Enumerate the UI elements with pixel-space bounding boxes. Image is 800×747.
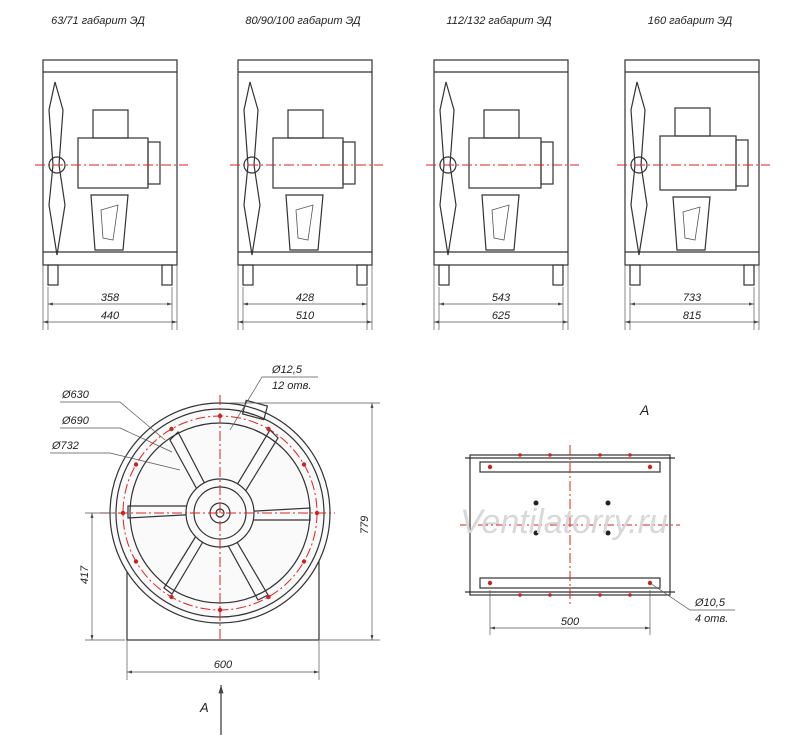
side-view-4: 160 габарит ЭД 733 815 <box>617 15 770 330</box>
dim-inner: 428 <box>296 292 315 304</box>
front-view: Ø630 Ø690 Ø732 Ø12,5 12 отв. 779 417 600… <box>50 364 380 735</box>
view-a-title: A <box>639 402 649 418</box>
dim-inner: 358 <box>101 292 120 304</box>
variant-title: 112/132 габарит ЭД <box>446 15 551 27</box>
dim-inner: 733 <box>683 292 702 304</box>
leader-d630 <box>60 401 166 441</box>
label-hole-count: 4 отв. <box>695 613 728 625</box>
dim-height-total: 779 <box>359 516 371 534</box>
side-view-1: 63/71 габарит ЭД 358 440 <box>35 15 188 330</box>
view-arrow-label: A <box>199 700 209 715</box>
label-hole-count: 12 отв. <box>272 380 311 392</box>
view-a-holes <box>487 453 653 597</box>
motor-mount-holes <box>533 500 611 536</box>
dim-height-axis: 417 <box>79 565 91 584</box>
variant-title: 80/90/100 габарит ЭД <box>245 15 360 27</box>
dim-outer: 625 <box>492 310 511 322</box>
watermark: Ventilatorry.ru <box>460 503 668 541</box>
flange-holes <box>120 413 320 613</box>
label-hole-dia: Ø12,5 <box>271 364 303 376</box>
dim-width: 600 <box>214 659 233 671</box>
variant-title: 160 габарит ЭД <box>648 15 733 27</box>
dim-inner: 543 <box>492 292 511 304</box>
dim-outer: 440 <box>101 310 120 322</box>
side-view-3: 112/132 габарит ЭД 543 625 <box>426 15 579 330</box>
side-view-2: 80/90/100 габарит ЭД 428 510 <box>230 15 383 330</box>
label-d630: Ø630 <box>61 389 90 401</box>
label-hole-dia: Ø10,5 <box>694 597 726 609</box>
label-d732: Ø732 <box>51 440 79 452</box>
dim-length: 500 <box>561 616 580 628</box>
dim-outer: 815 <box>683 310 702 322</box>
view-a: A Ø10,5 4 отв. <box>460 402 735 635</box>
dim-outer: 510 <box>296 310 315 322</box>
variant-title: 63/71 габарит ЭД <box>51 15 145 27</box>
label-d690: Ø690 <box>61 415 90 427</box>
